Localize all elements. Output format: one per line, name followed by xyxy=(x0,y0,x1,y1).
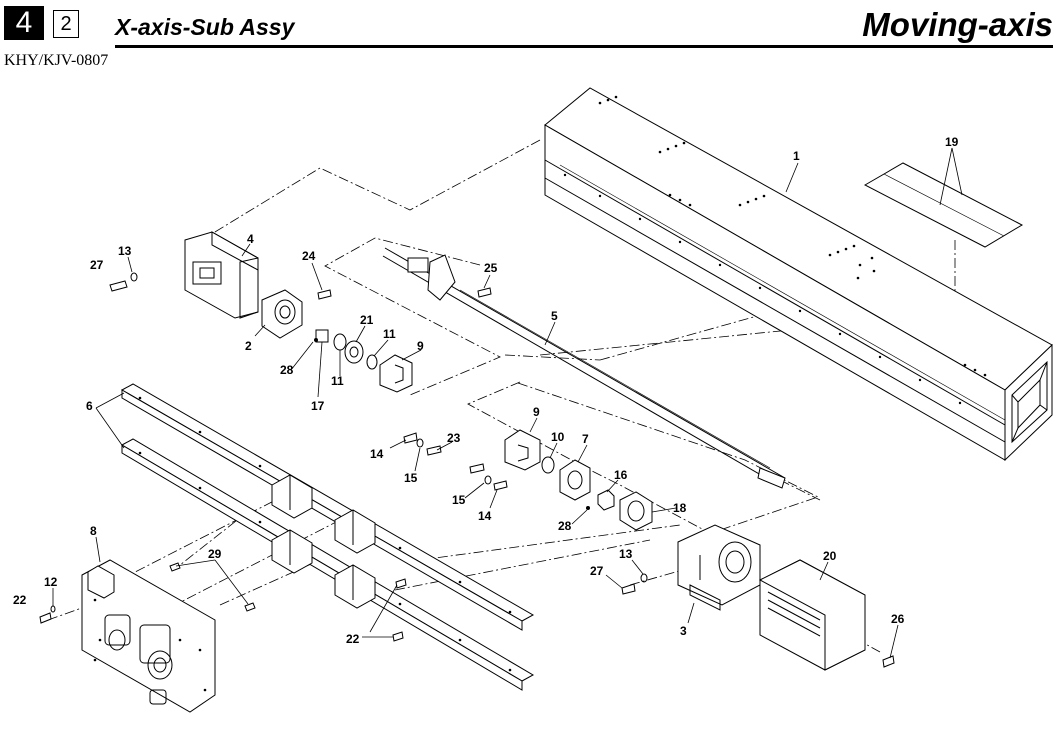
carriages xyxy=(271,474,376,609)
ball-screw-part-5 xyxy=(382,247,786,489)
callout-28b: 28 xyxy=(558,519,572,533)
callout-25: 25 xyxy=(484,261,498,275)
callout-16: 16 xyxy=(614,468,628,482)
beam-part-1 xyxy=(544,87,1053,462)
callout-21: 21 xyxy=(360,313,374,327)
model-number: KHY/KJV-0807 xyxy=(4,52,109,69)
callout-27b: 27 xyxy=(590,564,604,578)
sub-section-number: 2 xyxy=(53,10,79,38)
callout-4: 4 xyxy=(247,232,254,246)
callout-5: 5 xyxy=(551,309,558,323)
section-number: 4 xyxy=(4,6,44,40)
callout-15a: 15 xyxy=(404,471,418,485)
callout-14b: 14 xyxy=(478,509,492,523)
callout-17: 17 xyxy=(311,399,325,413)
callout-24: 24 xyxy=(302,249,316,263)
callout-22a: 22 xyxy=(13,593,27,607)
callout-11a: 11 xyxy=(383,327,396,341)
callout-27: 27 xyxy=(90,258,104,272)
bearing-block-part-4 xyxy=(184,231,259,319)
coupling-group xyxy=(504,429,653,531)
category-title: Moving-axis xyxy=(862,6,1053,43)
callout-23: 23 xyxy=(447,431,461,445)
plate-part-8 xyxy=(81,559,216,713)
callout-29: 29 xyxy=(208,547,222,561)
callout-19: 19 xyxy=(945,135,959,149)
callout-6: 6 xyxy=(86,399,93,413)
linear-rails-part-6 xyxy=(120,383,535,691)
callout-22b: 22 xyxy=(346,632,360,646)
callout-8: 8 xyxy=(90,524,97,538)
callout-labels: 1 19 4 13 27 24 25 5 2 21 11 28 11 9 17 … xyxy=(13,135,959,646)
callout-9b: 9 xyxy=(533,405,540,419)
motor-mount-part-3 xyxy=(677,524,761,611)
nut-housing-part-2 xyxy=(261,289,303,339)
callout-15b: 15 xyxy=(452,493,466,507)
callout-18: 18 xyxy=(673,501,687,515)
callout-13: 13 xyxy=(118,244,132,258)
callout-20: 20 xyxy=(823,549,837,563)
motor-part-20 xyxy=(758,559,866,671)
header-rule xyxy=(115,45,1053,48)
callout-7: 7 xyxy=(582,432,589,446)
callout-1: 1 xyxy=(793,149,800,163)
callout-13b: 13 xyxy=(619,547,633,561)
assembly-title: X-axis-Sub Assy xyxy=(115,14,295,40)
leader-lines xyxy=(52,147,963,659)
callout-2: 2 xyxy=(245,339,252,353)
callout-9a: 9 xyxy=(417,339,424,353)
callout-11b: 11 xyxy=(331,374,344,388)
callout-26: 26 xyxy=(891,612,905,626)
callout-28a: 28 xyxy=(280,363,294,377)
pins-part-29 xyxy=(169,562,256,612)
callout-12: 12 xyxy=(44,575,58,589)
callout-3: 3 xyxy=(680,624,687,638)
callout-10: 10 xyxy=(551,430,565,444)
callout-14a: 14 xyxy=(370,447,384,461)
bearing-stack xyxy=(315,329,413,393)
